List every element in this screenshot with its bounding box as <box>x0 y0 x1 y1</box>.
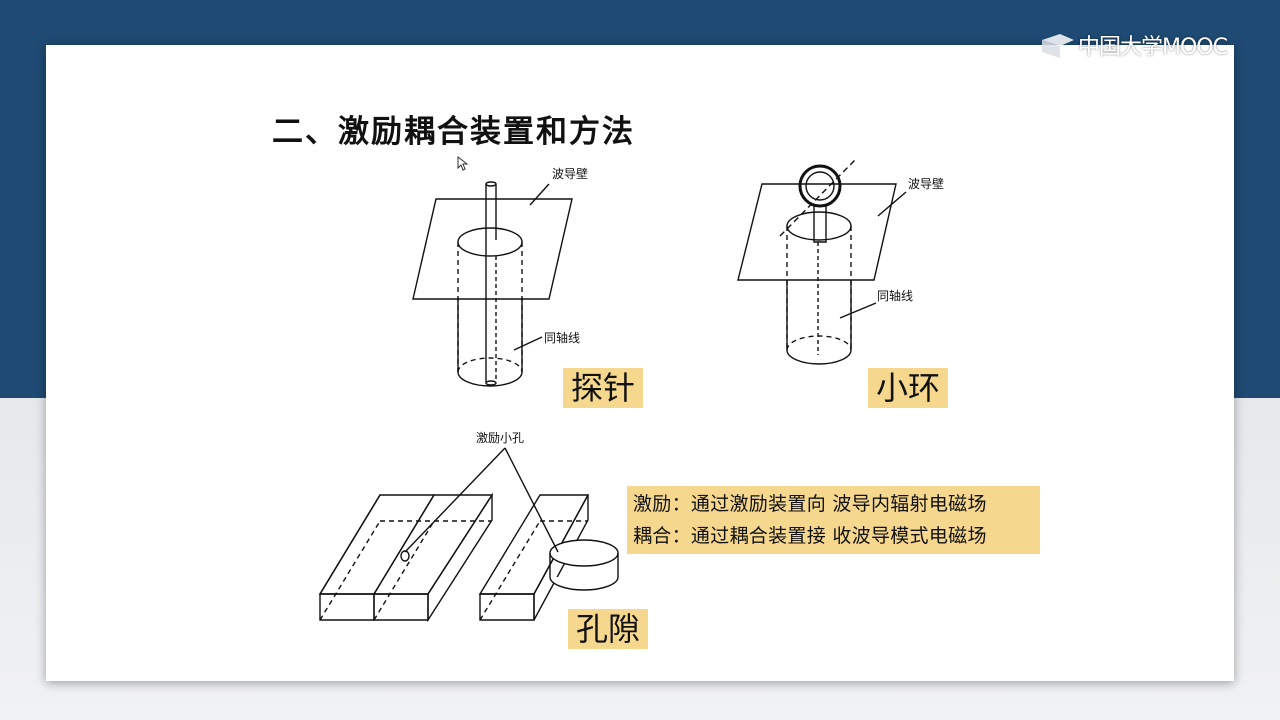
definition-notes: 激励：通过激励装置向 波导内辐射电磁场 耦合：通过耦合装置接 收波导模式电磁场 <box>627 486 1040 554</box>
aperture-hole-label: 激励小孔 <box>476 431 524 445</box>
logo-text: 中国大学MOOC <box>1078 35 1228 60</box>
mouse-cursor-icon <box>457 156 469 171</box>
probe-tag: 探针 <box>563 368 644 408</box>
slide-canvas <box>46 45 1234 681</box>
probe-wall-plate <box>412 198 573 300</box>
excitation-note: 激励：通过激励装置向 波导内辐射电磁场 <box>633 493 987 515</box>
loop-tag: 小环 <box>868 368 949 408</box>
coupling-note: 耦合：通过耦合装置接 收波导模式电磁场 <box>633 525 987 547</box>
aperture-tag: 孔隙 <box>568 609 649 649</box>
mooc-logo: 中国大学MOOC <box>1040 30 1228 60</box>
loop-coax-label: 同轴线 <box>877 288 913 303</box>
loop-diagram <box>737 159 907 365</box>
aperture-diagram <box>318 447 619 623</box>
loop-wall-label: 波导壁 <box>908 176 944 191</box>
slide-title: 二、激励耦合装置和方法 <box>272 114 635 150</box>
probe-diagram <box>412 181 573 387</box>
probe-wall-label: 波导壁 <box>552 166 588 181</box>
mooc-cap-icon <box>1042 34 1074 58</box>
loop-wall-plate <box>737 183 897 281</box>
probe-coax-label: 同轴线 <box>544 330 580 345</box>
